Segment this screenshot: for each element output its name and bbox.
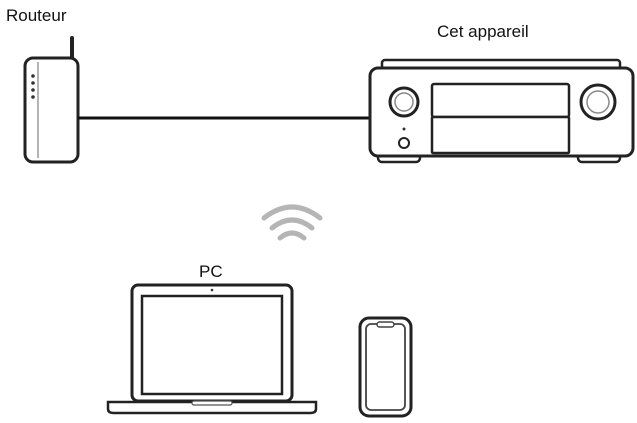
phone-notch [376, 321, 395, 328]
laptop-base [106, 400, 318, 415]
device-label: Cet appareil [437, 22, 529, 41]
receiver-knob-right [579, 83, 617, 121]
receiver-knob-left [388, 86, 420, 118]
router-label: Routeur [6, 6, 67, 25]
router-led [31, 81, 35, 85]
laptop-camera [210, 288, 214, 292]
wifi-arc-middle [269, 217, 315, 231]
router-led [31, 88, 35, 92]
phone-screen [365, 323, 406, 411]
wifi-arc-outer [261, 204, 323, 221]
laptop-icon [106, 283, 318, 415]
pc-label: PC [199, 262, 223, 281]
router-body [23, 56, 80, 164]
laptop-screen [140, 294, 284, 396]
receiver-power-button [398, 137, 410, 149]
router-led [31, 74, 35, 78]
receiver-indicator [402, 127, 406, 131]
laptop-hinge [191, 400, 233, 406]
receiver-display [430, 82, 571, 119]
receiver-knob-left-inner [394, 92, 414, 112]
wifi-signal-icon [261, 204, 323, 241]
wifi-router-icon [23, 36, 80, 164]
smartphone-icon [358, 316, 413, 418]
router-led [31, 95, 35, 99]
receiver-front-panel [430, 115, 571, 155]
receiver-knob-right-inner [586, 90, 610, 114]
av-receiver-icon [368, 58, 635, 164]
wifi-arc-inner [277, 230, 307, 241]
